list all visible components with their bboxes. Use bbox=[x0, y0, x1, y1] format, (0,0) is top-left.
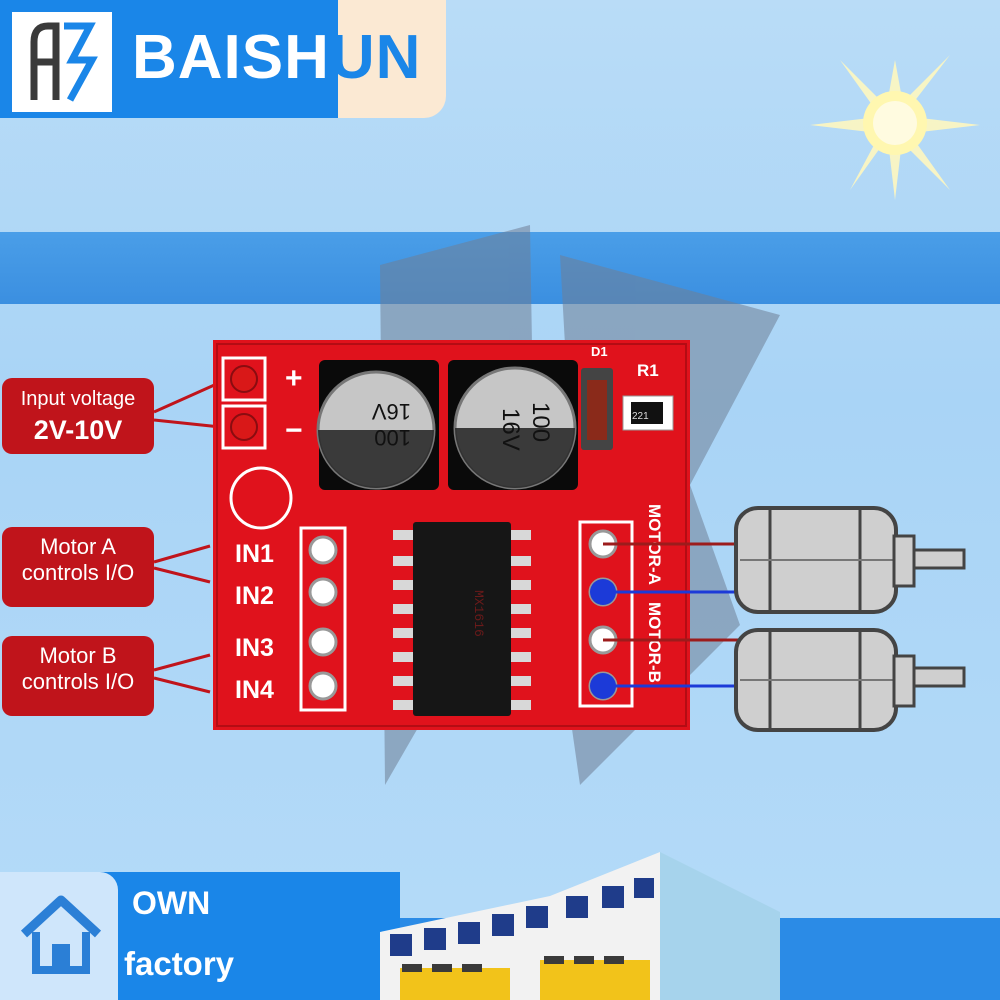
motor-driver-board: + − 100 16V 100 16V D1 R1 221 IN1 IN2 IN… bbox=[213, 340, 690, 730]
brand-banner-tail bbox=[320, 0, 446, 118]
footer-factory: factory bbox=[124, 945, 235, 982]
resistor-value: 221 bbox=[632, 411, 649, 422]
brand-name-part2: UN bbox=[329, 23, 422, 92]
resistor-label: R1 bbox=[637, 361, 659, 380]
home-icon bbox=[20, 895, 102, 974]
diode-label: D1 bbox=[591, 344, 608, 359]
input-voltage-label: Input voltage 2V-10V bbox=[2, 378, 154, 454]
motor-b-line2: controls I/O bbox=[21, 668, 135, 694]
cap-right-voltage: 16V bbox=[497, 408, 524, 451]
motor-b-label: Motor B controls I/O bbox=[2, 636, 154, 716]
brand-name-part1: BAISH bbox=[132, 23, 330, 92]
driver-chip: MX1616 bbox=[393, 522, 531, 716]
chip-text: MX1616 bbox=[471, 590, 486, 637]
motor-a-line1: Motor A bbox=[40, 534, 116, 559]
brand-name: BAISHUN bbox=[132, 22, 421, 93]
minus-label: − bbox=[285, 414, 303, 447]
cap-left-voltage: 16V bbox=[372, 399, 411, 424]
building-icon bbox=[380, 852, 780, 1000]
footer-own: OWN bbox=[132, 885, 211, 921]
footer-icon-tile bbox=[0, 872, 118, 1000]
pin-in4-label: IN4 bbox=[235, 676, 274, 704]
input-voltage-line2: 2V-10V bbox=[33, 414, 123, 445]
logo-mark-icon bbox=[12, 12, 112, 112]
plus-label: + bbox=[285, 362, 303, 395]
capacitor-left: 100 16V bbox=[316, 360, 439, 490]
pin-in2-label: IN2 bbox=[235, 582, 274, 610]
motor-a-line2: controls I/O bbox=[21, 559, 135, 585]
cap-left-value: 100 bbox=[374, 425, 411, 450]
motor-wiring bbox=[590, 506, 966, 732]
pin-in1-label: IN1 bbox=[235, 540, 274, 568]
motor-b-silk: MOTOR-B bbox=[645, 602, 664, 683]
sun-icon bbox=[810, 55, 980, 200]
motor-a-label: Motor A controls I/O bbox=[2, 527, 154, 607]
input-voltage-line1: Input voltage bbox=[20, 388, 136, 410]
capacitor-right: 100 16V bbox=[448, 360, 578, 490]
motor-icon bbox=[734, 506, 966, 614]
pin-in3-label: IN3 bbox=[235, 634, 274, 662]
motor-icon bbox=[734, 628, 966, 732]
cap-right-value: 100 bbox=[527, 402, 554, 442]
motor-b-line1: Motor B bbox=[39, 643, 117, 668]
